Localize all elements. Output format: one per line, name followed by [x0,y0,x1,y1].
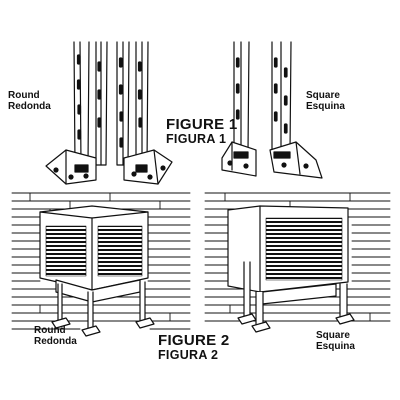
square-foot-bracket-left [221,141,257,177]
square-leg-1 [233,41,250,153]
figure2-right-label-es: Esquina [316,340,355,352]
figure2-subtitle: FIGURA 2 [158,348,219,363]
figure2-right-label-en: Square [316,330,350,341]
square-foot-bracket-right [269,141,323,179]
figure1-right-label-es: Esquina [306,100,345,112]
figure1-caption: FIGURE 1 FIGURA 1 [166,116,238,147]
figure1-right-label-en: Square [306,90,340,101]
cooler-round [39,205,155,337]
figure1-left-label-en: Round [8,90,40,101]
square-leg-2 [271,41,292,153]
figure1-subtitle: FIGURA 1 [166,132,227,147]
cooler-square [227,205,355,333]
round-foot-bracket-right [123,149,173,185]
figure2-left-label-en: Round [34,325,66,336]
round-foot-bracket-left [45,149,97,185]
round-leg-1 [73,41,90,166]
figure2-left-label: Round Redonda [34,325,77,348]
round-leg-3 [116,41,130,166]
figure1-left-label: Round Redonda [8,90,51,113]
figure1-right-label: Square Esquina [306,90,345,113]
figure2-title: FIGURE 2 [158,332,230,349]
figure2-caption: FIGURE 2 FIGURA 2 [158,332,230,363]
round-leg-4 [135,41,149,166]
figure2-left-label-es: Redonda [34,335,77,347]
figure2-right-label: Square Esquina [316,330,355,353]
figure1-title: FIGURE 1 [166,116,238,133]
figure1-left-label-es: Redonda [8,100,51,112]
round-leg-2 [95,41,108,166]
